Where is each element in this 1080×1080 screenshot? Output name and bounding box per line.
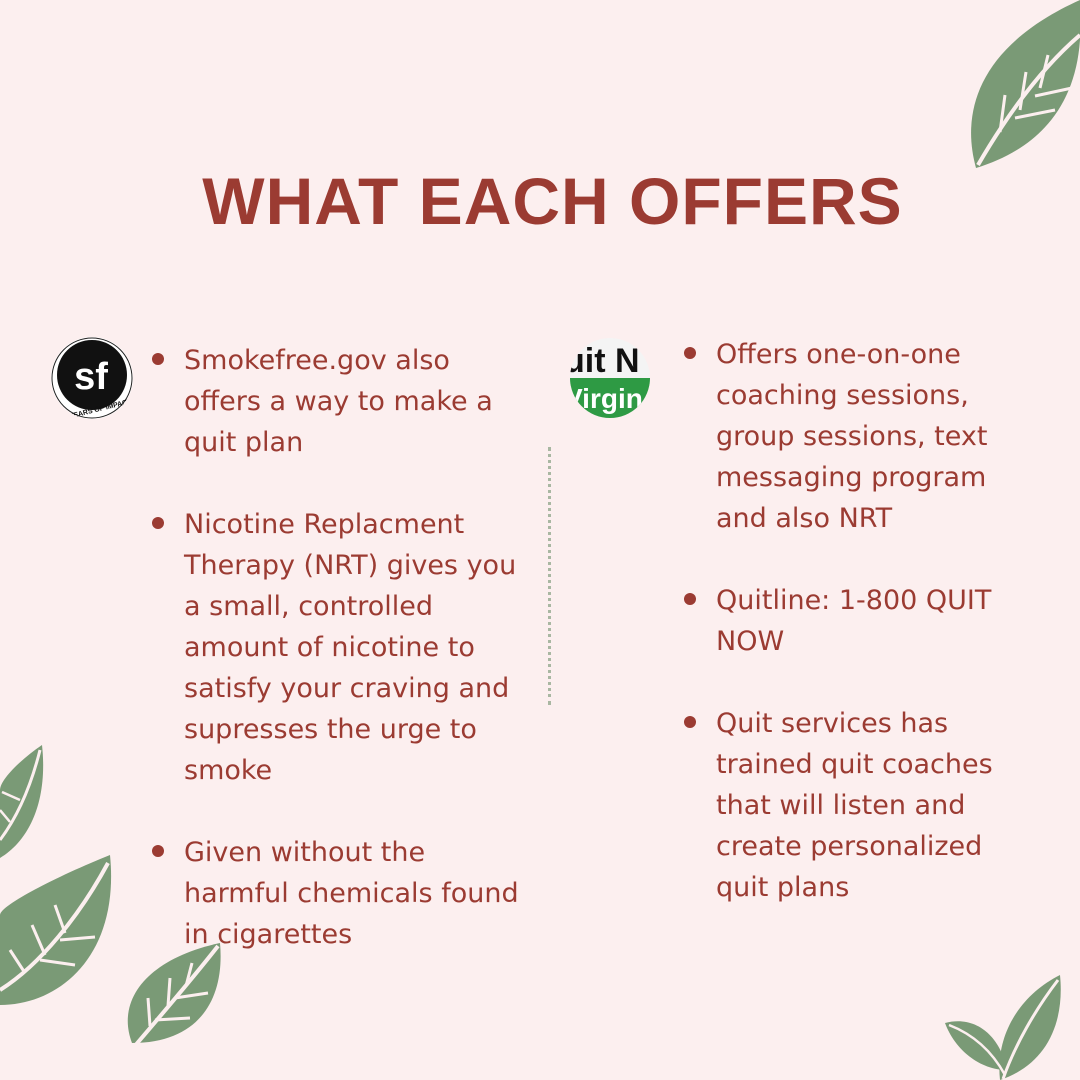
list-item: Smokefree.gov also offers a way to make … [150,340,530,463]
smokefree-logo-text: sf [74,356,108,398]
list-item: Quitline: 1-800 QUIT NOW [682,580,1042,662]
list-item: Given without the harmful chemicals foun… [150,832,530,955]
qv-logo-text-bottom: Virgin [570,383,643,414]
bullet-dot-icon [684,347,696,359]
bullet-dot-icon [152,517,164,529]
leaf-top-right-icon [971,0,1080,168]
list-item: Offers one-on-one coaching sessions, gro… [682,334,1042,539]
bullet-text: Nicotine Replacment Therapy (NRT) gives … [184,509,517,786]
leaf-bottom-center-icon [114,943,221,1070]
list-item: Quit services has trained quit coaches t… [682,703,1042,908]
bullet-text: Given without the harmful chemicals foun… [184,837,519,950]
bullet-text: Smokefree.gov also offers a way to make … [184,345,493,458]
bullet-dot-icon [152,353,164,365]
bullet-text: Quitline: 1-800 QUIT NOW [716,585,992,657]
list-item: Nicotine Replacment Therapy (NRT) gives … [150,504,530,791]
leaf-left-small-icon [0,745,44,858]
smokefree-logo-icon: sf 20 YEARS OF IMPACT [51,337,133,419]
page-title: WHAT EACH OFFERS [202,164,903,238]
right-bullet-list: Offers one-on-one coaching sessions, gro… [682,334,1042,908]
column-divider [548,447,551,705]
leaf-bottom-right-icon [945,975,1061,1080]
qv-logo-text-top: uit N [570,342,640,380]
quit-now-virginia-logo-icon: uit N Virgin [570,338,650,418]
leaf-left-large-icon [0,855,112,1005]
right-column: Offers one-on-one coaching sessions, gro… [682,334,1042,949]
bullet-text: Offers one-on-one coaching sessions, gro… [716,339,988,534]
bullet-dot-icon [684,593,696,605]
bullet-text: Quit services has trained quit coaches t… [716,708,993,903]
left-column: Smokefree.gov also offers a way to make … [150,340,530,996]
bullet-dot-icon [152,845,164,857]
left-bullet-list: Smokefree.gov also offers a way to make … [150,340,530,955]
bullet-dot-icon [684,716,696,728]
